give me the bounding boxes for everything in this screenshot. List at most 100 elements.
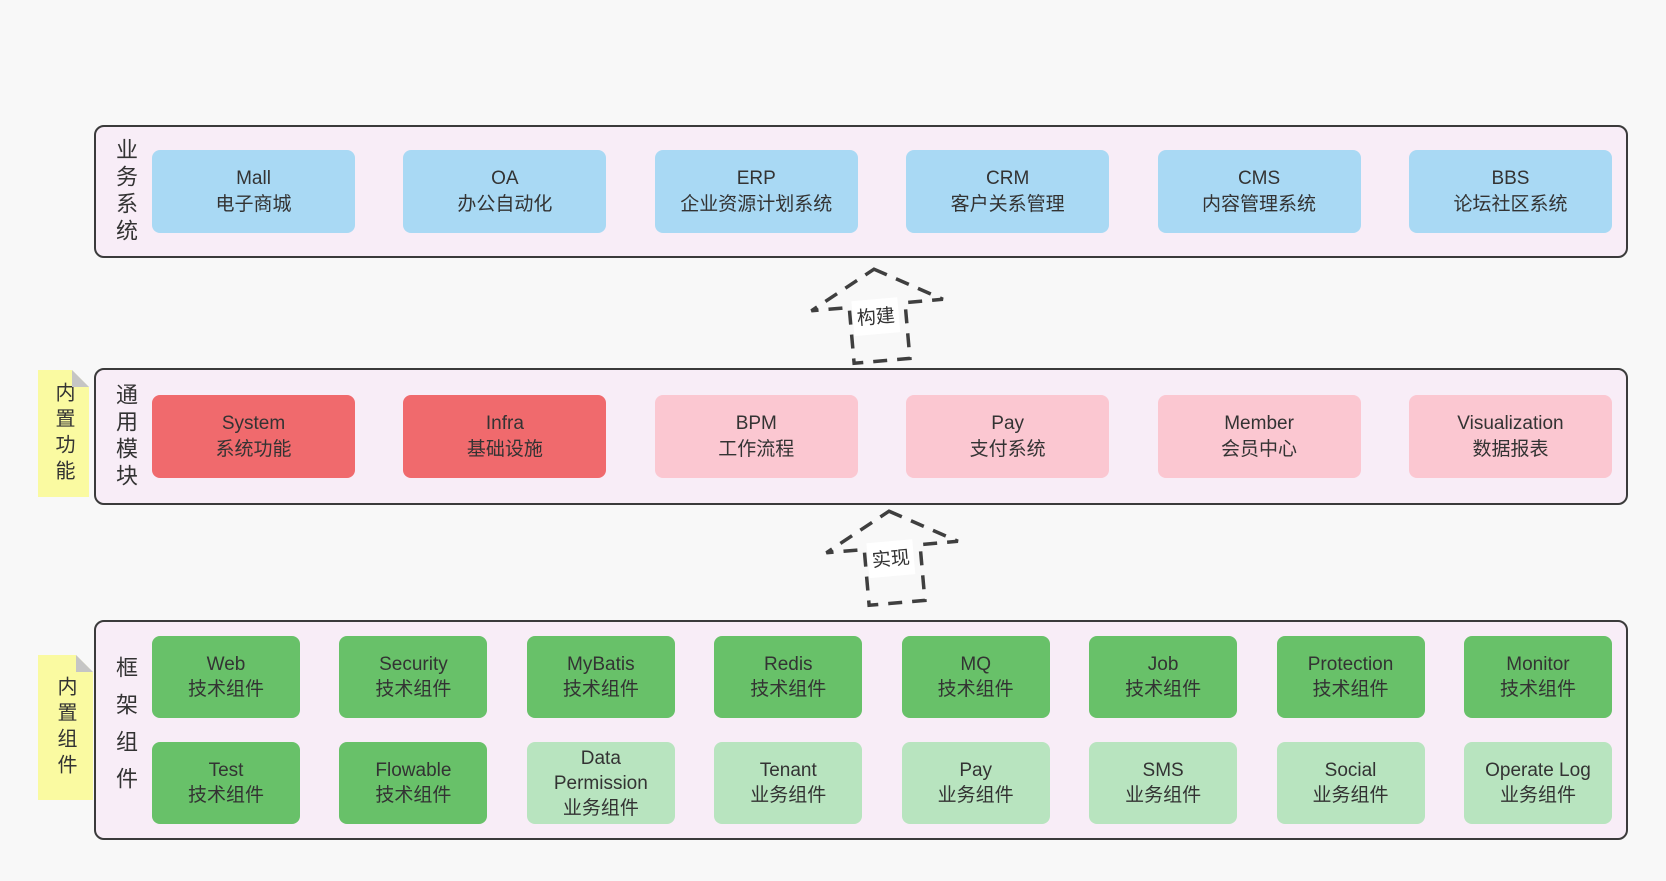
module-title: BPM (735, 412, 777, 434)
module-subtitle: 技术组件 (1312, 679, 1389, 700)
module-box-visualization: Visualization 数据报表 (1408, 395, 1612, 478)
module-subtitle: 业务组件 (937, 785, 1014, 806)
module-title: Visualization (1457, 412, 1564, 434)
layer-business-systems-label: 业务系统 (113, 137, 138, 246)
sticky-note-builtin-features: 内置功能 (38, 370, 89, 497)
module-box-tenant: Tenant 业务组件 (714, 742, 863, 824)
module-title: Pay (991, 412, 1025, 434)
module-box-pay: Pay 业务组件 (901, 742, 1050, 824)
module-box-web: Web 技术组件 (152, 636, 300, 718)
implement-arrow-label: 实现 (866, 539, 916, 579)
module-subtitle: 技术组件 (562, 679, 639, 700)
module-subtitle: 企业资源计划系统 (680, 193, 833, 215)
module-box-flowable: Flowable 技术组件 (339, 742, 488, 824)
module-subtitle: 技术组件 (1499, 679, 1576, 700)
module-subtitle: 技术组件 (375, 785, 452, 806)
module-box-mybatis: MyBatis 技术组件 (526, 636, 675, 718)
module-title: Monitor (1506, 654, 1570, 675)
implement-arrow: 实现 (820, 502, 966, 612)
module-box-sms: SMS 业务组件 (1089, 742, 1238, 824)
module-title: ERP (736, 167, 776, 189)
sticky-fold-icon (72, 370, 89, 387)
module-subtitle: 业务组件 (750, 785, 827, 806)
module-subtitle: 系统功能 (215, 438, 292, 460)
module-box-infra: Infra 基础设施 (403, 395, 607, 478)
module-subtitle: 电子商城 (215, 193, 292, 215)
dashed-up-arrow-icon (825, 509, 959, 608)
module-box-bpm: BPM 工作流程 (654, 395, 858, 478)
module-title: Redis (763, 654, 813, 675)
module-title: CMS (1237, 167, 1281, 189)
module-title: Social (1324, 760, 1377, 781)
module-title: OA (491, 167, 519, 189)
module-subtitle: 技术组件 (187, 785, 264, 806)
module-title: Operate Log (1485, 760, 1591, 781)
module-subtitle: 业务组件 (1125, 785, 1202, 806)
module-subtitle: 工作流程 (718, 438, 795, 460)
module-title: CRM (986, 167, 1030, 189)
sticky-fold-icon (76, 655, 93, 672)
module-title: MyBatis (567, 654, 635, 675)
sticky-note-label: 内置功能 (52, 381, 74, 486)
module-title: Protection (1307, 654, 1394, 675)
module-box-social: Social 业务组件 (1276, 742, 1425, 824)
module-box-oa: OA 办公自动化 (403, 150, 607, 233)
module-box-test: Test 技术组件 (152, 742, 300, 824)
module-title: Mall (236, 167, 271, 189)
module-box-mall: Mall 电子商城 (152, 150, 355, 233)
module-title: MQ (960, 654, 991, 675)
module-subtitle: 基础设施 (466, 438, 543, 460)
module-box-mq: MQ 技术组件 (901, 636, 1050, 718)
module-title: SMS (1142, 760, 1184, 781)
build-arrow: 构建 (805, 260, 951, 370)
module-subtitle: 技术组件 (1125, 679, 1202, 700)
module-box-job: Job 技术组件 (1089, 636, 1238, 718)
module-title: Flowable (375, 760, 452, 781)
module-subtitle: 论坛社区系统 (1453, 193, 1568, 215)
module-box-redis: Redis 技术组件 (714, 636, 863, 718)
sticky-note-builtin-components: 内置组件 (38, 655, 93, 800)
module-box-data-permission: Data Permission 业务组件 (526, 742, 675, 824)
module-subtitle: 业务组件 (562, 797, 639, 819)
build-arrow-label: 构建 (851, 297, 901, 337)
module-title: Test (208, 760, 244, 781)
dashed-up-arrow-icon (810, 267, 944, 366)
module-subtitle: 会员中心 (1221, 438, 1298, 460)
module-subtitle: 办公自动化 (457, 193, 553, 215)
module-subtitle: 客户关系管理 (950, 193, 1065, 215)
module-box-crm: CRM 客户关系管理 (906, 150, 1110, 233)
module-subtitle: 技术组件 (375, 679, 452, 700)
module-title: Job (1147, 654, 1179, 675)
module-subtitle: 支付系统 (969, 438, 1046, 460)
sticky-note-label: 内置组件 (54, 675, 76, 780)
module-title: BBS (1491, 167, 1530, 189)
module-box-bbs: BBS 论坛社区系统 (1408, 150, 1612, 233)
module-subtitle: 业务组件 (1312, 785, 1389, 806)
module-title: Pay (959, 760, 993, 781)
module-subtitle: 技术组件 (187, 679, 264, 700)
module-subtitle: 技术组件 (937, 679, 1014, 700)
module-title: Data Permission (553, 747, 648, 794)
module-subtitle: 数据报表 (1472, 438, 1549, 460)
module-subtitle: 技术组件 (750, 679, 827, 700)
module-title: Infra (485, 412, 524, 434)
module-box-erp: ERP 企业资源计划系统 (654, 150, 858, 233)
layer-common-modules-label: 通用模块 (113, 382, 138, 491)
layer-framework-components-label: 框架组件 (113, 656, 138, 804)
module-title: Web (206, 654, 246, 675)
module-title: Tenant (759, 760, 817, 781)
